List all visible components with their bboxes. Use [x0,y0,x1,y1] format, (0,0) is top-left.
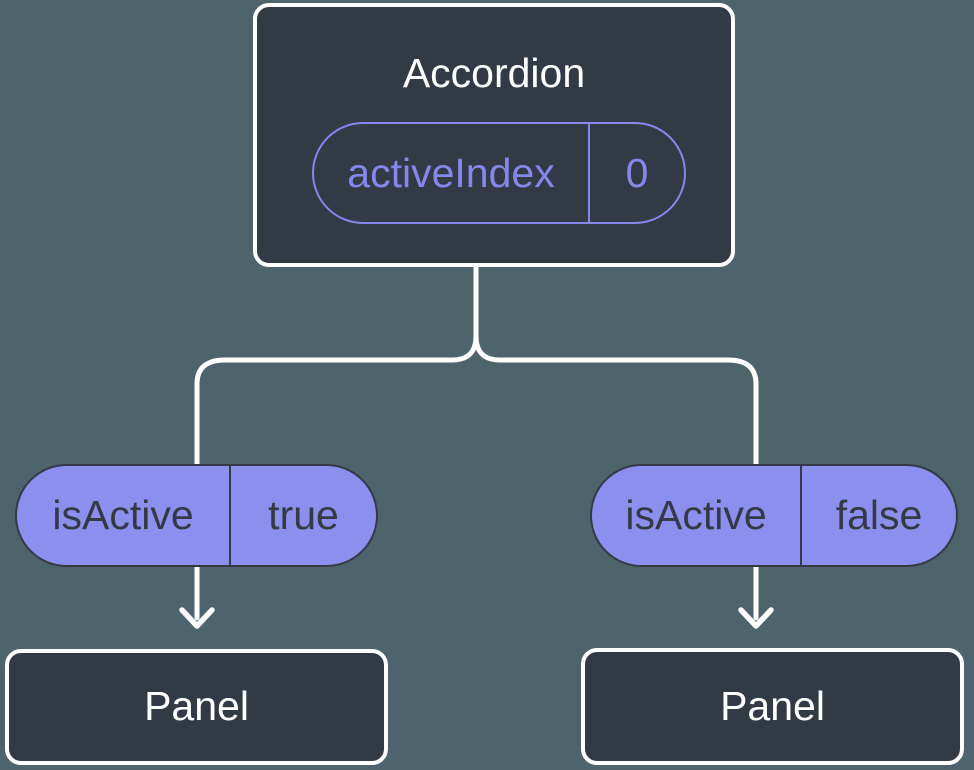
panel-node-left: Panel [5,649,388,765]
connector-branch-right [473,261,759,621]
arrow-down-icon [738,607,774,629]
is-active-pill-false: isActive false [590,464,958,567]
state-value-label: false [835,492,923,538]
prop-name-label: activeIndex [314,124,590,222]
active-index-pill: activeIndex 0 [312,122,686,224]
accordion-node-title: Accordion [402,50,586,96]
prop-value-label: 0 [625,149,649,196]
state-name-label: isActive [17,466,231,565]
arrow-down-icon [179,607,215,629]
accordion-node: Accordion activeIndex 0 [253,3,735,267]
state-name-label: isActive [592,466,802,565]
state-value-label: true [268,492,339,538]
is-active-pill-true: isActive true [15,464,378,567]
panel-node-title: Panel [144,683,249,730]
panel-node-right: Panel [581,648,964,765]
panel-node-title: Panel [720,682,825,729]
